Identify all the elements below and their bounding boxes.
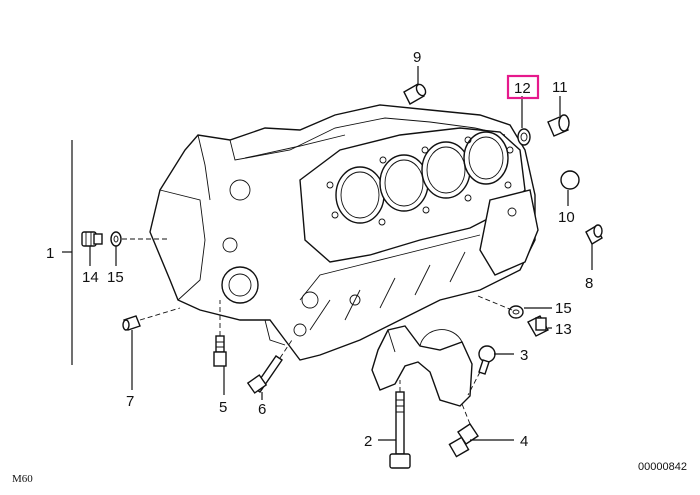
part-number-code: 00000842 [638, 461, 687, 473]
callout-13[interactable]: 13 [555, 321, 572, 338]
callout-15-left[interactable]: 15 [107, 269, 124, 286]
main-bearing-cap [371, 325, 473, 407]
callout-11[interactable]: 11 [552, 79, 568, 96]
part-10-cap [560, 170, 580, 190]
callout-2[interactable]: 2 [364, 433, 372, 450]
callout-10[interactable]: 10 [558, 209, 575, 226]
callout-7[interactable]: 7 [126, 393, 134, 410]
part-8-dowel [585, 224, 603, 245]
part-5-stud [213, 335, 227, 367]
callout-3[interactable]: 3 [520, 347, 528, 364]
part-15-gasket-ring-right [508, 305, 524, 319]
leader-lines [62, 66, 593, 441]
part-7-dowel-sleeve [122, 315, 141, 331]
part-15-gasket-ring-left [110, 231, 122, 247]
part-13-screw-plug [527, 315, 549, 337]
callout-labels: 1 2 3 4 5 6 7 8 9 10 11 12 13 14 15 15 [46, 49, 593, 450]
callout-12[interactable]: 12 [514, 80, 531, 97]
part-11-screw-plug [547, 114, 570, 137]
callout-14[interactable]: 14 [82, 269, 99, 286]
callout-8[interactable]: 8 [585, 275, 593, 292]
callout-4[interactable]: 4 [520, 433, 528, 450]
part-3-screw [478, 345, 496, 375]
callout-15-right[interactable]: 15 [555, 300, 572, 317]
part-12-sealing-ring [517, 128, 531, 146]
part-14-screw-plug [81, 231, 103, 247]
callout-1[interactable]: 1 [46, 245, 54, 262]
highlight-box [506, 74, 540, 100]
part-9-dowel-sleeve [403, 83, 427, 105]
part-2-bearing-bolt [389, 391, 411, 469]
callout-5[interactable]: 5 [219, 399, 227, 416]
callout-6[interactable]: 6 [258, 401, 266, 418]
part-6-bolt [246, 355, 283, 394]
part-4-screw [448, 423, 479, 458]
callout-9[interactable]: 9 [413, 49, 421, 66]
model-label: M60 [12, 473, 33, 485]
engine-block [149, 104, 539, 361]
